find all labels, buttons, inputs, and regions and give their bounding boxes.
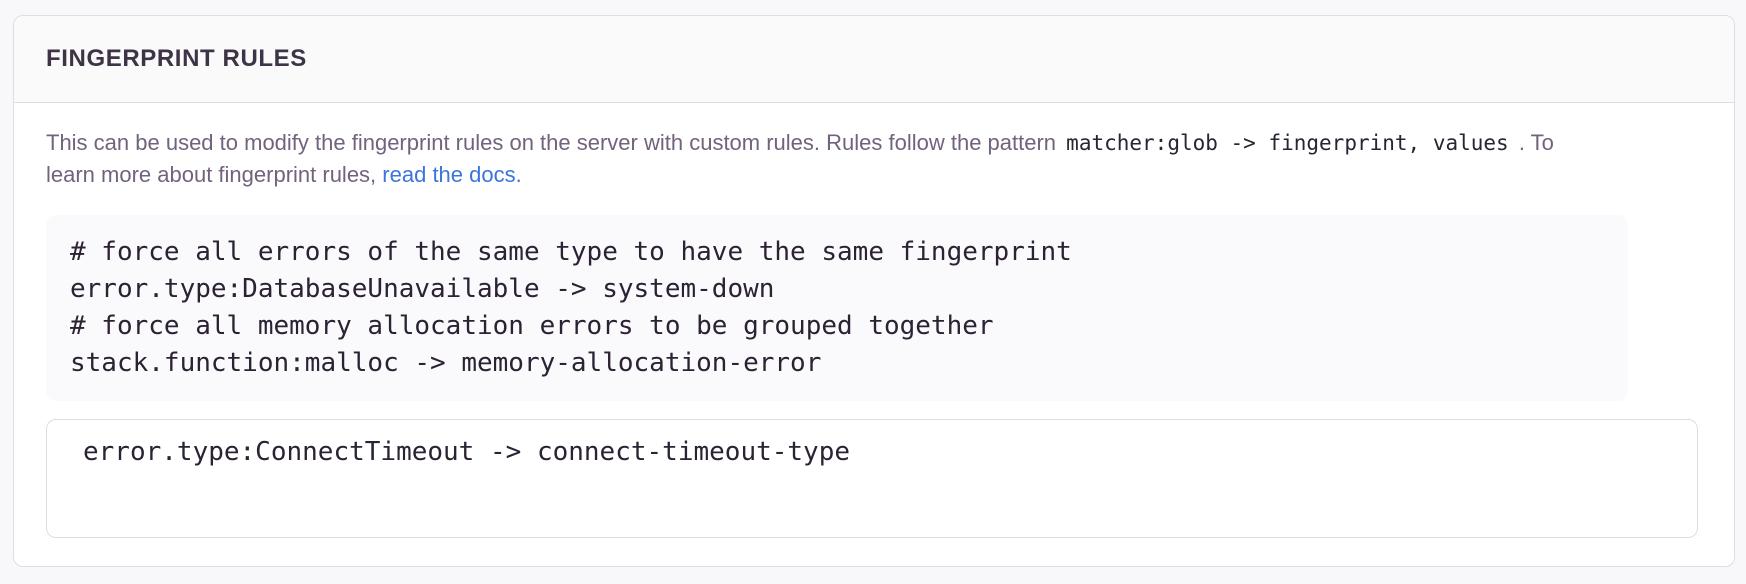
- description-text-before: This can be used to modify the fingerpri…: [46, 130, 1057, 155]
- panel-header: FINGERPRINT RULES: [14, 16, 1734, 103]
- example-code-line: stack.function:malloc -> memory-allocati…: [70, 348, 822, 378]
- fingerprint-rules-panel: FINGERPRINT RULES This can be used to mo…: [13, 15, 1735, 567]
- description-text-after: . To learn more about fingerprint rules,: [46, 130, 1554, 187]
- example-code-line: # force all errors of the same type to h…: [70, 237, 1072, 267]
- fingerprint-rules-textarea[interactable]: error.type:ConnectTimeout -> connect-tim…: [46, 419, 1698, 538]
- example-code-block: # force all errors of the same type to h…: [46, 215, 1628, 401]
- panel-description: This can be used to modify the fingerpri…: [46, 127, 1591, 191]
- pattern-inline-code: matcher:glob -> fingerprint, values: [1066, 131, 1509, 155]
- read-the-docs-link[interactable]: read the docs.: [382, 162, 522, 187]
- example-code-line: # force all memory allocation errors to …: [70, 311, 994, 341]
- panel-title: FINGERPRINT RULES: [46, 45, 307, 72]
- example-code-line: error.type:DatabaseUnavailable -> system…: [70, 274, 775, 304]
- panel-body: This can be used to modify the fingerpri…: [14, 103, 1734, 566]
